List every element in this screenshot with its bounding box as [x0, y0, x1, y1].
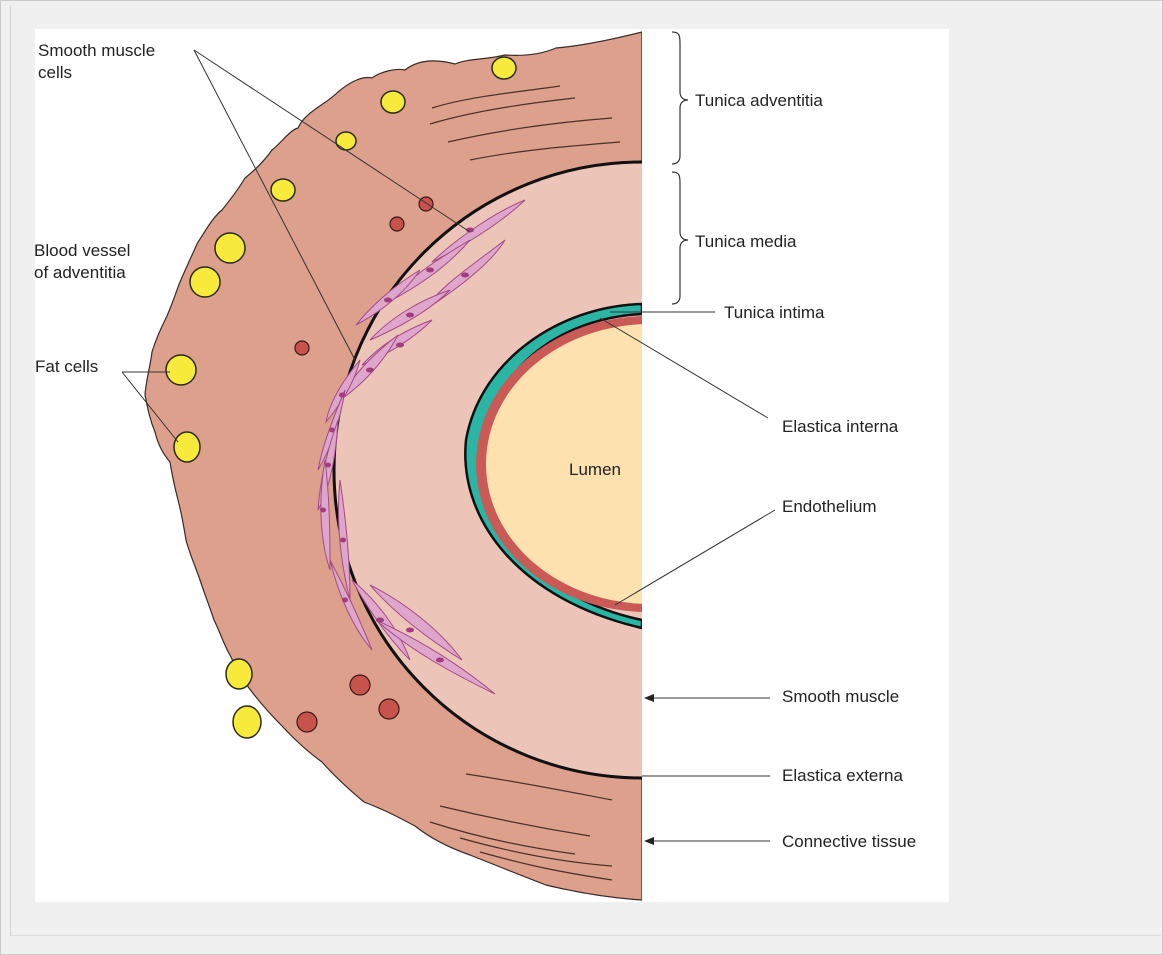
label-blood-vessel-line1: Blood vessel: [34, 241, 130, 260]
label-smooth-muscle: Smooth muscle: [782, 687, 899, 706]
label-smooth-muscle-cells-line1: Smooth muscle: [38, 41, 155, 60]
label-elastica-externa: Elastica externa: [782, 766, 903, 785]
label-connective-tissue: Connective tissue: [782, 832, 916, 851]
label-smooth-muscle-cells-line2: cells: [38, 63, 72, 82]
label-tunica-media: Tunica media: [695, 232, 797, 251]
label-endothelium: Endothelium: [782, 497, 877, 516]
label-tunica-adventitia: Tunica adventitia: [695, 91, 823, 110]
layer-braces: [672, 32, 688, 304]
label-lumen: Lumen: [569, 460, 621, 479]
arrow-heads: [644, 694, 654, 845]
label-elastica-interna: Elastica interna: [782, 417, 899, 436]
label-tunica-intima: Tunica intima: [724, 303, 825, 322]
label-blood-vessel-line2: of adventitia: [34, 263, 126, 282]
lumen-space: [486, 324, 814, 604]
label-fat-cells: Fat cells: [35, 357, 98, 376]
